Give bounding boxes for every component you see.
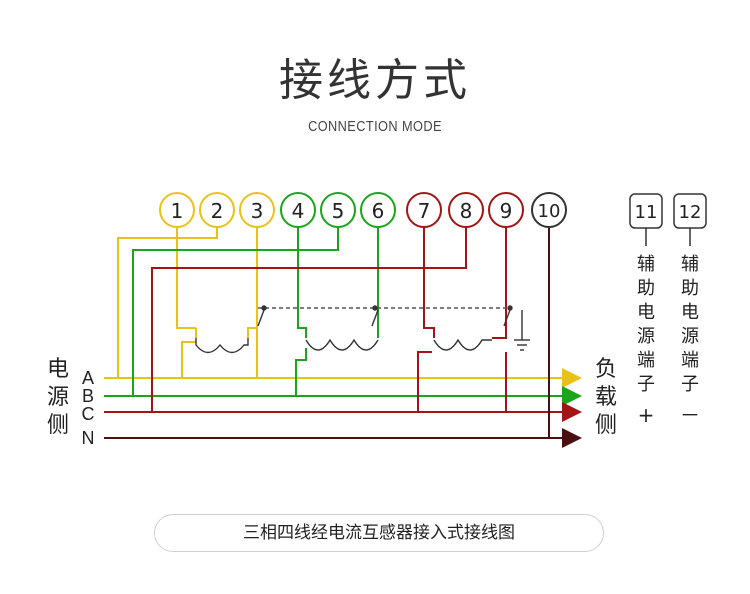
terminal-5 [320, 192, 356, 228]
phase-label-b: B [82, 386, 94, 406]
aux-12-char-4: 源 [681, 326, 699, 347]
aux-11-char-3: 电 [637, 302, 655, 323]
terminal-label-6: 6 [372, 199, 385, 223]
terminal-label-5: 5 [332, 199, 345, 223]
aux-terminal-12 [673, 193, 707, 246]
aux-terminal-11 [629, 193, 663, 246]
aux-12-char-6: 子 [681, 374, 699, 395]
page-subtitle: CONNECTION MODE [308, 118, 442, 135]
aux-11-char-1: 辅 [637, 254, 655, 275]
phase-a-wiring [104, 228, 582, 388]
aux-12-char-3: 电 [681, 302, 699, 323]
aux-11-char-6: 子 [637, 374, 655, 395]
aux-12-char-5: 端 [681, 350, 699, 371]
terminal-6 [360, 192, 396, 228]
terminal-label-8: 8 [460, 199, 473, 223]
diagram-caption: 三相四线经电流互感器接入式接线图 [154, 514, 604, 552]
aux-sign-plus: + [638, 403, 655, 427]
aux-terminal-label-11: 11 [635, 202, 658, 223]
terminal-label-10: 10 [538, 201, 561, 222]
load-side-char-1: 负 [595, 357, 617, 382]
terminal-7 [406, 192, 442, 228]
terminal-10 [531, 192, 567, 228]
current-transformers [195, 305, 530, 354]
phase-b-wiring [104, 228, 582, 406]
terminal-9 [488, 192, 524, 228]
aux-11-char-4: 源 [637, 326, 655, 347]
terminal-label-1: 1 [171, 199, 184, 223]
aux-11-char-2: 助 [637, 278, 655, 299]
aux-12-char-1: 辅 [681, 254, 699, 275]
page-title: 接线方式 [279, 55, 471, 106]
phase-label-c: C [82, 404, 95, 424]
terminal-1 [159, 192, 195, 228]
neutral-wiring [104, 228, 582, 448]
phase-c-wiring [104, 228, 582, 422]
aux-terminal-label-12: 12 [679, 202, 702, 223]
terminal-label-9: 9 [500, 199, 513, 223]
aux-sign-minus: － [680, 403, 700, 427]
aux-11-char-5: 端 [637, 350, 655, 371]
load-side-char-2: 载 [595, 385, 617, 410]
terminal-2 [199, 192, 235, 228]
phase-label-a: A [82, 368, 94, 388]
terminal-4 [280, 192, 316, 228]
terminal-3 [239, 192, 275, 228]
terminal-label-3: 3 [251, 199, 264, 223]
terminal-label-7: 7 [418, 199, 431, 223]
aux-12-char-2: 助 [681, 278, 699, 299]
terminal-label-4: 4 [292, 199, 305, 223]
source-side-char-1: 电 [47, 357, 69, 382]
load-side-char-3: 侧 [595, 413, 617, 438]
terminal-8 [448, 192, 484, 228]
source-side-char-2: 源 [47, 385, 69, 410]
source-side-char-3: 侧 [47, 413, 69, 438]
terminal-label-2: 2 [211, 199, 224, 223]
phase-label-n: N [82, 428, 95, 448]
